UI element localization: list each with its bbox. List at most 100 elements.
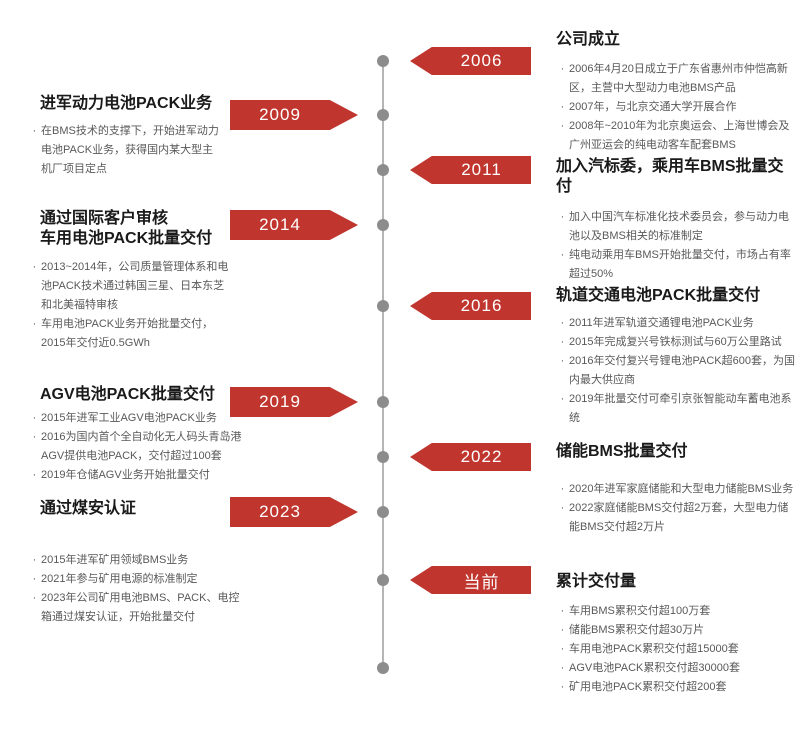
timeline-dot [377,300,389,312]
bullet-item: · 储能BMS累积交付超30万片 [556,621,796,640]
bullet-item: ·矿用电池PACK累积交付超200套 [556,678,796,697]
milestone-2006: 公司成立 ·2006年4月20日成立于广东省惠州市仲恺高新区，主营中大型动力电池… [556,30,796,155]
bullet-text: 加入中国汽车标准化技术委员会，参与动力电池以及BMS相关的标准制定 [569,211,789,242]
bullet-marker: · [560,211,565,223]
year-flag-current: 当前 [410,566,531,594]
bullet-text: 2013~2014年，公司质量管理体系和电池PACK技术通过韩国三星、日本东芝和… [41,261,229,311]
bullet-text: 2022家庭储能BMS交付超2万套，大型电力储能BMS交付超2万片 [569,502,789,533]
year-flag-2009: 2009 [230,100,358,130]
bullet-item: · 2020年进军家庭储能和大型电力储能BMS业务 [556,480,796,499]
bullet-text: 车用BMS累积交付超100万套 [569,605,711,617]
year-label: 2009 [259,105,301,124]
bullet-text: 2015年进军矿用领域BMS业务 [41,554,189,566]
bullet-item: · 2013~2014年，公司质量管理体系和电池PACK技术通过韩国三星、日本东芝… [28,258,231,315]
timeline-dot [377,55,389,67]
milestone-bullets: · 在BMS技术的支撑下，开始进军动力电池PACK业务，获得国内某大型主机厂项目定… [28,122,224,179]
bullet-marker: · [560,643,565,655]
year-flag-2019: 2019 [230,387,358,417]
bullet-item: ·2021年参与矿用电源的标准制定 [28,570,240,589]
bullet-marker: · [560,605,565,617]
year-label: 2016 [460,296,503,315]
bullet-text: 2019年批量交付可牵引京张智能动车蓄电池系统 [569,393,792,424]
bullet-marker: · [32,592,37,604]
year-label: 2019 [259,392,301,411]
year-label: 2022 [460,447,503,466]
bullet-marker: · [32,261,37,273]
bullet-text: 纯电动乘用车BMS开始批量交付，市场占有率超过50% [569,249,791,280]
milestone-title: 通过煤安认证 [40,500,137,517]
year-flag-2022: 2022 [410,443,531,471]
year-flag-2014: 2014 [230,210,358,240]
milestone-bullets: · 2013~2014年，公司质量管理体系和电池PACK技术通过韩国三星、日本东芝… [28,258,231,353]
bullet-item: · 纯电动乘用车BMS开始批量交付，市场占有率超过50% [556,246,796,284]
bullet-item: ·2006年4月20日成立于广东省惠州市仲恺高新区，主营中大型动力电池BMS产品 [556,60,796,98]
year-label: 2011 [461,160,502,179]
milestone-title: 公司成立 [556,31,621,48]
milestone-title: 进军动力电池PACK业务 [40,95,213,112]
milestone-title: 加入汽标委，乘用车BMS批量交付 [556,158,784,195]
bullet-text: 2011年进军轨道交通锂电池PACK业务 [569,317,754,329]
bullet-marker: · [560,63,565,75]
bullet-marker: · [560,101,565,113]
milestone-2009: 进军动力电池PACK业务 · 在BMS技术的支撑下，开始进军动力电池PACK业务，… [28,94,224,179]
milestone-2011: 加入汽标委，乘用车BMS批量交付 · 加入中国汽车标准化技术委员会，参与动力电池以… [556,157,796,284]
bullet-item: · 2016为国内首个全自动化无人码头青岛港AGV提供电池PACK，交付超过100… [28,428,253,466]
bullet-item: ·2011年进军轨道交通锂电池PACK业务 [556,314,796,333]
bullet-item: · AGV电池PACK累积交付超30000套 [556,659,796,678]
bullet-text: 2020年进军家庭储能和大型电力储能BMS业务 [569,483,794,495]
bullet-marker: · [560,502,565,514]
bullet-marker: · [560,662,565,674]
milestone-2016: 轨道交通电池PACK批量交付 ·2011年进军轨道交通锂电池PACK业务·201… [556,286,796,428]
milestone-title: 储能BMS批量交付 [556,443,688,460]
year-label: 2006 [460,51,503,70]
bullet-item: · 2008年~2010年为北京奥运会、上海世博会及广州亚运会的纯电动客车配套BM… [556,117,796,155]
bullet-item: · 加入中国汽车标准化技术委员会，参与动力电池以及BMS相关的标准制定 [556,208,796,246]
bullet-item: · 2007年，与北京交通大学开展合作 [556,98,796,117]
bullet-marker: · [32,469,37,481]
bullet-marker: · [560,393,565,405]
milestone-bullets: ·2015年进军工业AGV电池PACK业务·2016为国内首个全自动化无人码头青… [28,409,253,485]
bullet-item: · 在BMS技术的支撑下，开始进军动力电池PACK业务，获得国内某大型主机厂项目定… [28,122,224,179]
bullet-text: 在BMS技术的支撑下，开始进军动力电池PACK业务，获得国内某大型主机厂项目定点 [41,125,219,175]
milestone-title: 通过国际客户审核 车用电池PACK批量交付 [40,210,213,247]
year-flag-2011: 2011 [410,156,531,184]
bullet-item: · 2015年进军矿用领域BMS业务 [28,551,240,570]
bullet-item: ·2015年进军工业AGV电池PACK业务 [28,409,253,428]
bullet-marker: · [32,125,37,137]
bullet-text: 储能BMS累积交付超30万片 [569,624,705,636]
milestone-bullets: ·2011年进军轨道交通锂电池PACK业务·2015年完成复兴号铁标测试与60万… [556,314,796,428]
bullet-text: 2007年，与北京交通大学开展合作 [569,101,737,113]
milestone-2022: 储能BMS批量交付 · 2020年进军家庭储能和大型电力储能BMS业务 · 2022家… [556,442,796,537]
timeline-dot [377,662,389,674]
timeline-line [382,61,384,668]
year-label: 2023 [259,502,301,521]
bullet-marker: · [560,624,565,636]
timeline-dot [377,219,389,231]
milestone-2023: 通过煤安认证 · 2015年进军矿用领域BMS业务 ·2021年参与矿用电源的标准制… [28,499,240,627]
bullet-item: · 车用BMS累积交付超100万套 [556,602,796,621]
milestone-title: AGV电池PACK批量交付 [40,386,215,403]
bullet-text: AGV电池PACK累积交付超30000套 [569,662,740,674]
bullet-marker: · [32,431,37,443]
milestone-bullets: ·2015年进军矿用领域BMS业务·2021年参与矿用电源的标准制定·2023年… [28,551,240,627]
bullet-marker: · [560,249,565,261]
bullet-marker: · [32,554,37,566]
bullet-text: 2016为国内首个全自动化无人码头青岛港AGV提供电池PACK，交付超过100套 [41,431,242,462]
year-flag-2006: 2006 [410,47,531,75]
timeline-dot [377,574,389,586]
bullet-text: 2015年完成复兴号铁标测试与60万公里路试 [569,336,782,348]
bullet-marker: · [560,336,565,348]
bullet-item: · 2019年批量交付可牵引京张智能动车蓄电池系统 [556,390,796,428]
year-flag-2023: 2023 [230,497,358,527]
milestone-bullets: · 加入中国汽车标准化技术委员会，参与动力电池以及BMS相关的标准制定 · 纯电动乘用… [556,208,796,284]
milestone-2014: 通过国际客户审核 车用电池PACK批量交付 · 2013~2014年，公司质量管理… [28,209,231,353]
bullet-marker: · [560,120,565,132]
milestone-current: 累计交付量 ·车用BMS累积交付超100万套·储能BMS累积交付超30万片·车用… [556,572,796,697]
bullet-text: 2019年仓储AGV业务开始批量交付 [41,469,210,481]
bullet-text: 2008年~2010年为北京奥运会、上海世博会及广州亚运会的纯电动客车配套BMS [569,120,790,151]
bullet-item: ·2016年交付复兴号锂电池PACK超600套，为国内最大供应商 [556,352,796,390]
bullet-marker: · [560,355,565,367]
bullet-item: · 2019年仓储AGV业务开始批量交付 [28,466,253,485]
bullet-marker: · [32,412,37,424]
bullet-marker: · [560,483,565,495]
